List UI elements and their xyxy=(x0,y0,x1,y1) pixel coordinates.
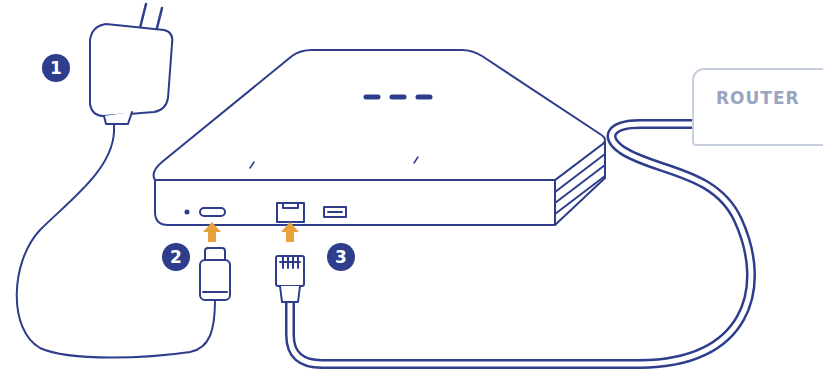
callout-number: 3 xyxy=(327,243,355,271)
callout-number: 1 xyxy=(42,54,70,82)
router-box: ROUTER xyxy=(692,68,823,146)
device-name: ROUTER xyxy=(716,88,823,108)
usb-c-plug xyxy=(200,248,230,300)
callout-number: 2 xyxy=(162,243,190,271)
insert-arrows xyxy=(203,222,299,242)
hub-device xyxy=(154,50,605,225)
power-adapter xyxy=(90,4,172,132)
callout-circles xyxy=(42,54,355,271)
ethernet-plug xyxy=(276,256,304,302)
